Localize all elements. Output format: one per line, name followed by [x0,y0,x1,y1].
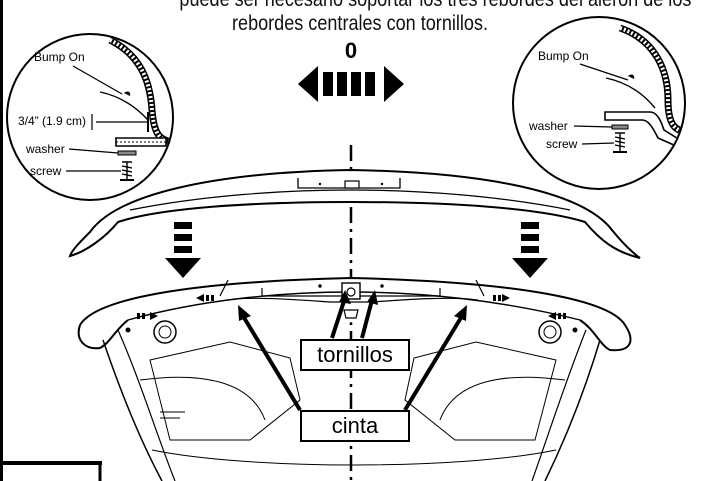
small-slide-arrows [137,294,566,320]
left-down-arrow [165,222,201,278]
header-line-1: puede ser necesario soportar los tres re… [179,0,691,12]
spoiler-part [68,168,641,259]
center-adjust-arrow [298,66,404,102]
right-washer-label: washer [528,119,568,133]
center-arrow-label: 0 [344,38,358,63]
frame-bottom-tab [0,461,102,465]
trunk-lid [77,276,632,481]
left-dimension-label: 3/4” (1.9 cm) [18,114,86,128]
header-line-2: rebordes centrales con tornillos. [232,12,488,35]
right-bump-label: Bump On [538,49,589,63]
screws-callout-label: tornillos [300,339,410,371]
left-screw-label: screw [30,164,62,178]
left-detail-view: Bump On 3/4” (1.9 cm) washer screw [6,33,174,201]
right-screw-label: screw [546,137,578,151]
left-bump-label: Bump On [34,50,85,64]
left-washer-label: washer [25,142,65,156]
tape-callout-label: cinta [300,410,410,442]
right-down-arrow [512,222,548,278]
callout-arrows [238,290,467,412]
right-detail-view: Bump On washer screw [512,16,686,190]
